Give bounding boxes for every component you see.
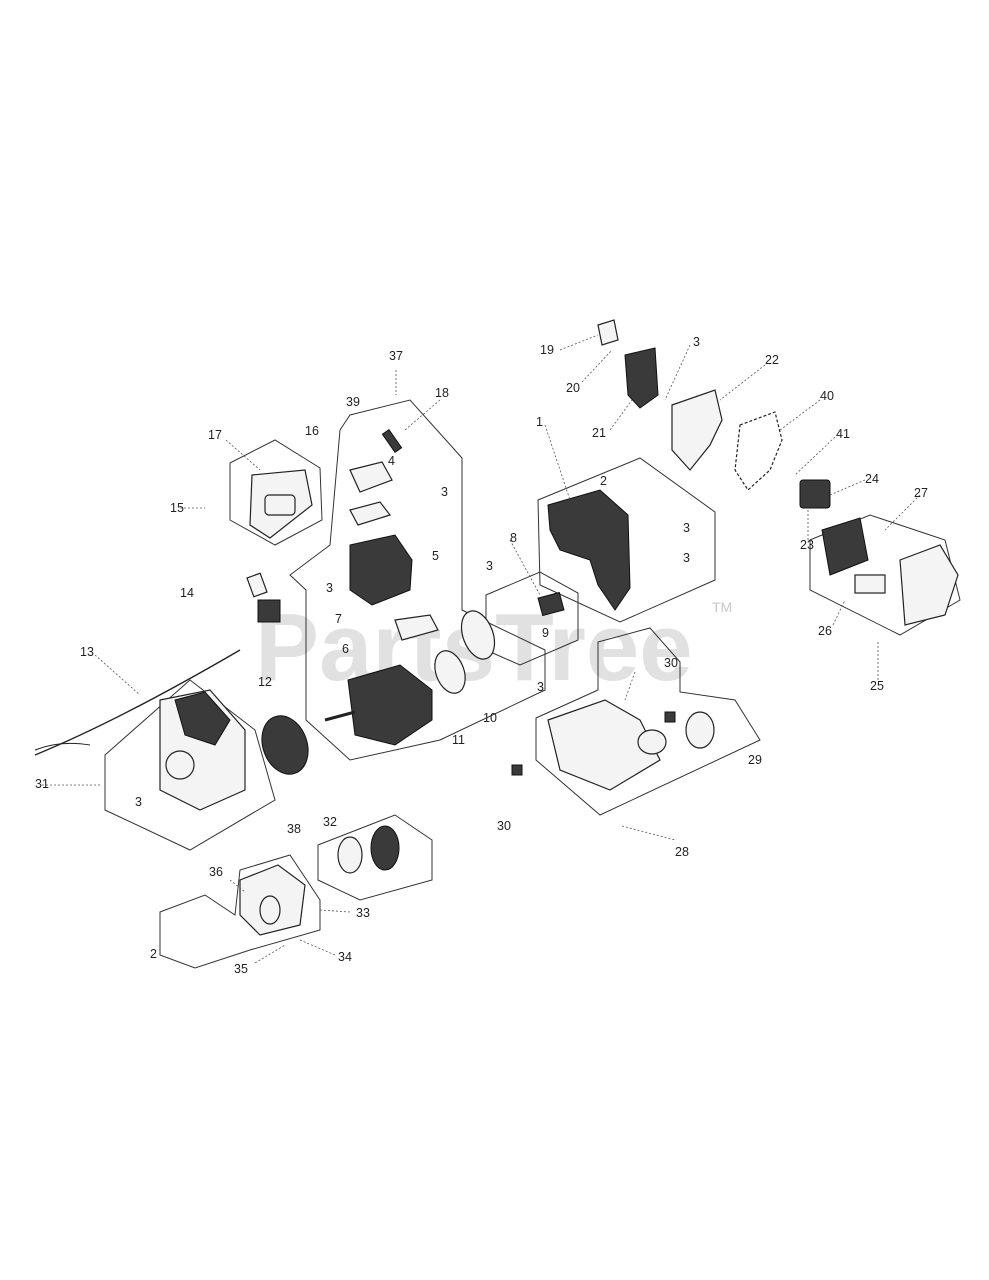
group-outline-recoil-starter	[104, 679, 276, 851]
callout-4: 4	[388, 454, 395, 468]
handle-housing	[547, 489, 631, 611]
heat-shield	[671, 389, 783, 491]
callout-3: 3	[135, 795, 142, 809]
group-outline-filter-shroud	[809, 514, 961, 636]
crankcase	[324, 664, 433, 746]
callout-3: 3	[683, 521, 690, 535]
callout-33: 33	[356, 906, 370, 920]
callout-32: 32	[323, 815, 337, 829]
callout-27: 27	[914, 486, 928, 500]
callout-34: 34	[338, 950, 352, 964]
bottom-cover	[239, 864, 306, 936]
callout-36: 36	[209, 865, 223, 879]
spark-plug	[381, 428, 403, 454]
callout-16: 16	[305, 424, 319, 438]
clutch-cover	[537, 591, 565, 617]
callout-30: 30	[497, 819, 511, 833]
leader-lines	[42, 334, 921, 964]
callout-18: 18	[435, 386, 449, 400]
callout-3: 3	[486, 559, 493, 573]
callout-23: 23	[800, 538, 814, 552]
flywheel	[261, 715, 309, 775]
group-outline-bottom-cover	[159, 854, 321, 969]
fuel-tank	[547, 699, 715, 791]
callout-3: 3	[441, 485, 448, 499]
callout-12: 12	[258, 675, 272, 689]
cylinder	[349, 461, 413, 606]
throttle-parts	[597, 319, 659, 409]
gasket	[394, 610, 496, 694]
callout-22: 22	[765, 353, 779, 367]
callout-9: 9	[542, 626, 549, 640]
group-outline-muffler	[317, 814, 433, 901]
carburetor	[799, 479, 831, 509]
callout-5: 5	[432, 549, 439, 563]
callout-7: 7	[335, 612, 342, 626]
callout-19: 19	[540, 343, 554, 357]
callout-11: 11	[452, 733, 465, 747]
callout-26: 26	[818, 624, 832, 638]
callout-20: 20	[566, 381, 580, 395]
callout-15: 15	[170, 501, 184, 515]
watermark-trademark: TM	[712, 599, 732, 615]
fuel-fitting	[511, 711, 676, 776]
callout-3: 3	[693, 335, 700, 349]
air-filter-cover	[249, 469, 313, 539]
callout-38: 38	[287, 822, 301, 836]
air-box	[821, 517, 959, 626]
callout-35: 35	[234, 962, 248, 976]
callout-31: 31	[35, 777, 49, 791]
callout-2: 2	[150, 947, 157, 961]
callout-6: 6	[342, 642, 349, 656]
group-outline-air-filter	[229, 439, 323, 546]
callout-13: 13	[80, 645, 94, 659]
callout-1: 1	[536, 415, 543, 429]
callout-41: 41	[836, 427, 850, 441]
callout-17: 17	[208, 428, 222, 442]
callout-3: 3	[326, 581, 333, 595]
group-outline-fuel-tank	[535, 627, 761, 816]
throttle-cable	[34, 649, 241, 756]
callout-37: 37	[389, 349, 403, 363]
group-outline-engine	[289, 399, 546, 761]
callout-10: 10	[483, 711, 497, 725]
callout-21: 21	[592, 426, 606, 440]
recoil-starter	[159, 689, 246, 811]
callout-labels: 19 20 21 3 22 40 41 24 27 23 26 25 37 39…	[35, 335, 928, 976]
callout-39: 39	[346, 395, 360, 409]
callout-40: 40	[820, 389, 834, 403]
callout-3: 3	[683, 551, 690, 565]
ignition-coil	[246, 572, 281, 623]
callout-30: 30	[664, 656, 678, 670]
callout-2: 2	[600, 474, 607, 488]
callout-8: 8	[510, 531, 517, 545]
muffler	[337, 825, 400, 874]
callout-29: 29	[748, 753, 762, 767]
callout-28: 28	[675, 845, 689, 859]
group-outline-handle-housing	[537, 457, 716, 623]
callout-14: 14	[180, 586, 194, 600]
callout-3: 3	[537, 680, 544, 694]
callout-25: 25	[870, 679, 884, 693]
callout-24: 24	[865, 472, 879, 486]
